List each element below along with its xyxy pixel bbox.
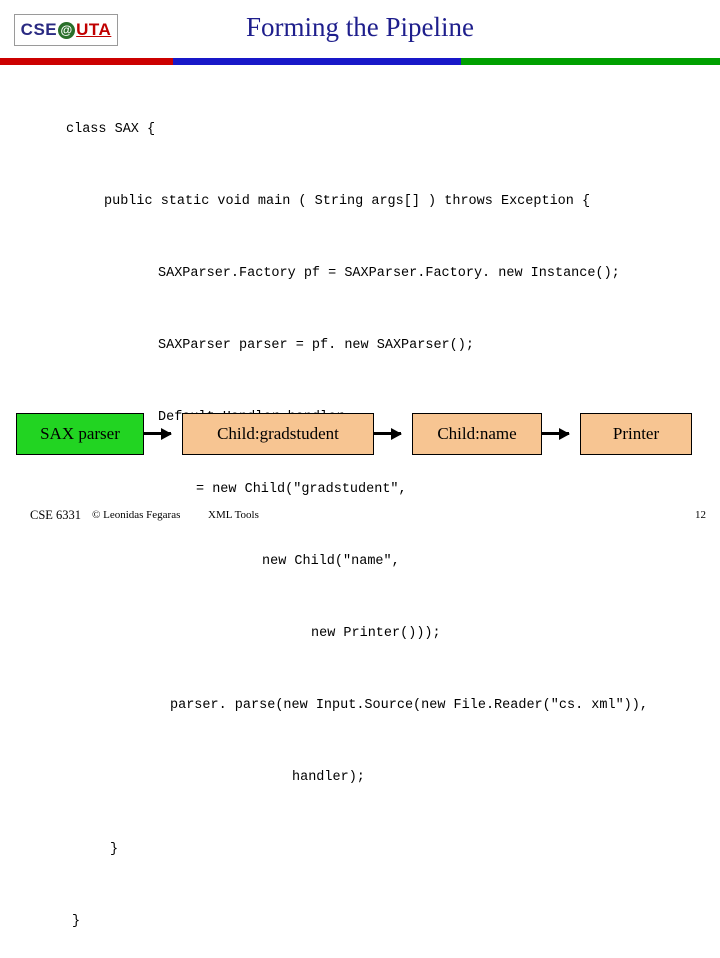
divider-segment-green [460, 58, 720, 65]
arrow-icon [144, 427, 172, 440]
divider-segment-red [0, 58, 173, 65]
pipeline-box-label: Printer [612, 424, 660, 443]
arrow-icon [374, 427, 402, 440]
code-line: class SAX { [66, 122, 156, 137]
code-line: parser. parse(new Input.Source(new File.… [170, 698, 648, 713]
pipeline-diagram: SAX parser Child:gradstudent Child:name … [0, 408, 720, 460]
footer: CSE 6331 © Leonidas Fegaras XML Tools 12 [0, 508, 720, 526]
code-line: public static void main ( String args[] … [104, 194, 591, 209]
footer-topic: XML Tools [208, 509, 259, 521]
code-line: new Child("name", [262, 554, 400, 569]
code-line: SAXParser parser = pf. new SAXParser(); [158, 338, 474, 353]
pipeline-box-label: Child:gradstudent [217, 424, 339, 443]
divider-segment-blue [172, 58, 461, 65]
cse-uta-logo: CSE@UTA [14, 14, 118, 46]
arrow-icon [542, 427, 570, 440]
pipeline-box-child-gradstudent: Child:gradstudent [182, 413, 374, 455]
page-title: Forming the Pipeline [246, 12, 474, 42]
logo-suffix: UTA [76, 20, 112, 39]
divider [0, 58, 720, 65]
pipeline-box-child-name: Child:name [412, 413, 542, 455]
logo-text: CSE@UTA [21, 20, 112, 40]
pipeline-box-sax-parser: SAX parser [16, 413, 144, 455]
code-line: handler); [292, 770, 365, 785]
pipeline-box-label: SAX parser [40, 424, 120, 443]
footer-author: © Leonidas Fegaras [92, 509, 181, 521]
code-line: } [110, 842, 119, 857]
pipeline-box-label: Child:name [437, 424, 517, 443]
footer-course: CSE 6331 [30, 508, 82, 522]
code-line: } [72, 914, 81, 929]
code-line: = new Child("gradstudent", [196, 482, 407, 497]
logo-prefix: CSE [20, 20, 58, 39]
at-icon: @ [58, 21, 76, 39]
code-line: SAXParser.Factory pf = SAXParser.Factory… [158, 266, 620, 281]
footer-page-number: 12 [695, 509, 706, 521]
code-line: new Printer())); [311, 626, 441, 641]
pipeline-box-printer: Printer [580, 413, 692, 455]
